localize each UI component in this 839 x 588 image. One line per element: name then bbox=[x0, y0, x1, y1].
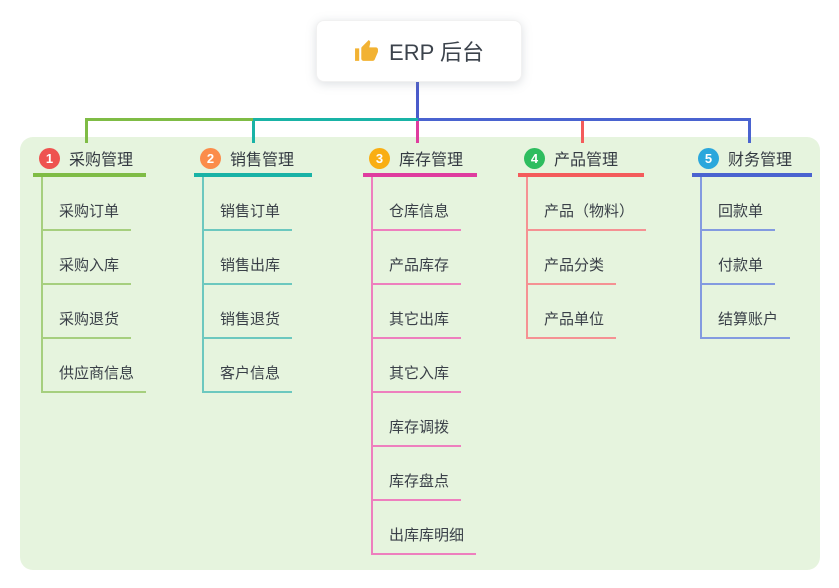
branch-children: 回款单 付款单 结算账户 bbox=[700, 177, 812, 339]
child-node-inout-detail[interactable]: 出库库明细 bbox=[373, 501, 477, 555]
branch-sales-management: 2 销售管理 销售订单 销售出库 销售退货 客户信息 bbox=[194, 143, 312, 393]
branch-label: 销售管理 bbox=[230, 152, 295, 169]
branch-product-management: 4 产品管理 产品（物料） 产品分类 产品单位 bbox=[518, 143, 647, 339]
branch-header-finance[interactable]: 5 财务管理 bbox=[692, 143, 812, 177]
child-node-sales-order[interactable]: 销售订单 bbox=[204, 177, 293, 231]
child-node-warehouse-info[interactable]: 仓库信息 bbox=[373, 177, 462, 231]
connector-drop-product bbox=[581, 121, 584, 143]
branch-number-badge: 1 bbox=[39, 147, 60, 169]
root-node[interactable]: ERP 后台 bbox=[316, 20, 522, 82]
connector-root-drop bbox=[416, 82, 419, 118]
background-panel bbox=[20, 137, 820, 570]
child-node-product-category[interactable]: 产品分类 bbox=[528, 231, 617, 285]
thumbs-up-icon bbox=[354, 39, 379, 64]
branch-header-product[interactable]: 4 产品管理 bbox=[518, 143, 644, 177]
connector-drop-purchase bbox=[85, 121, 88, 143]
child-node-other-outbound[interactable]: 其它出库 bbox=[373, 285, 462, 339]
child-node-receipt-order[interactable]: 回款单 bbox=[702, 177, 776, 231]
branch-number-badge: 3 bbox=[369, 147, 390, 169]
child-node-other-inbound[interactable]: 其它入库 bbox=[373, 339, 462, 393]
branch-label: 库存管理 bbox=[399, 152, 464, 169]
child-node-purchase-return[interactable]: 采购退货 bbox=[43, 285, 132, 339]
child-node-settlement-account[interactable]: 结算账户 bbox=[702, 285, 791, 339]
branch-children: 销售订单 销售出库 销售退货 客户信息 bbox=[202, 177, 312, 393]
branch-label: 采购管理 bbox=[69, 152, 134, 169]
branch-header-sales[interactable]: 2 销售管理 bbox=[194, 143, 312, 177]
branch-number-badge: 4 bbox=[524, 147, 545, 169]
connector-bus-right bbox=[418, 118, 751, 121]
branch-finance-management: 5 财务管理 回款单 付款单 结算账户 bbox=[692, 143, 812, 339]
child-node-customer-info[interactable]: 客户信息 bbox=[204, 339, 293, 393]
branch-inventory-management: 3 库存管理 仓库信息 产品库存 其它出库 其它入库 库存调拨 库存盘点 出库库… bbox=[363, 143, 477, 555]
branch-children: 仓库信息 产品库存 其它出库 其它入库 库存调拨 库存盘点 出库库明细 bbox=[371, 177, 477, 555]
branch-number-badge: 5 bbox=[698, 147, 719, 169]
branch-children: 采购订单 采购入库 采购退货 供应商信息 bbox=[41, 177, 147, 393]
root-label: ERP 后台 bbox=[389, 40, 484, 65]
child-node-purchase-order[interactable]: 采购订单 bbox=[43, 177, 132, 231]
child-node-stock-transfer[interactable]: 库存调拨 bbox=[373, 393, 462, 447]
connector-drop-inventory bbox=[416, 121, 419, 143]
child-node-stock-count[interactable]: 库存盘点 bbox=[373, 447, 462, 501]
child-node-purchase-inbound[interactable]: 采购入库 bbox=[43, 231, 132, 285]
child-node-product-stock[interactable]: 产品库存 bbox=[373, 231, 462, 285]
child-node-product-unit[interactable]: 产品单位 bbox=[528, 285, 617, 339]
branch-header-inventory[interactable]: 3 库存管理 bbox=[363, 143, 477, 177]
connector-drop-sales bbox=[252, 121, 255, 143]
branch-header-purchase[interactable]: 1 采购管理 bbox=[33, 143, 146, 177]
child-node-product-material[interactable]: 产品（物料） bbox=[528, 177, 647, 231]
connector-drop-finance bbox=[748, 121, 751, 143]
child-node-payment-order[interactable]: 付款单 bbox=[702, 231, 776, 285]
branch-label: 产品管理 bbox=[554, 152, 619, 169]
connector-bus-left bbox=[85, 118, 253, 121]
branch-number-badge: 2 bbox=[200, 147, 221, 169]
branch-purchase-management: 1 采购管理 采购订单 采购入库 采购退货 供应商信息 bbox=[33, 143, 147, 393]
child-node-sales-outbound[interactable]: 销售出库 bbox=[204, 231, 293, 285]
child-node-sales-return[interactable]: 销售退货 bbox=[204, 285, 293, 339]
connector-bus-mid bbox=[253, 118, 418, 121]
child-node-supplier-info[interactable]: 供应商信息 bbox=[43, 339, 147, 393]
branch-label: 财务管理 bbox=[728, 152, 793, 169]
branch-children: 产品（物料） 产品分类 产品单位 bbox=[526, 177, 647, 339]
